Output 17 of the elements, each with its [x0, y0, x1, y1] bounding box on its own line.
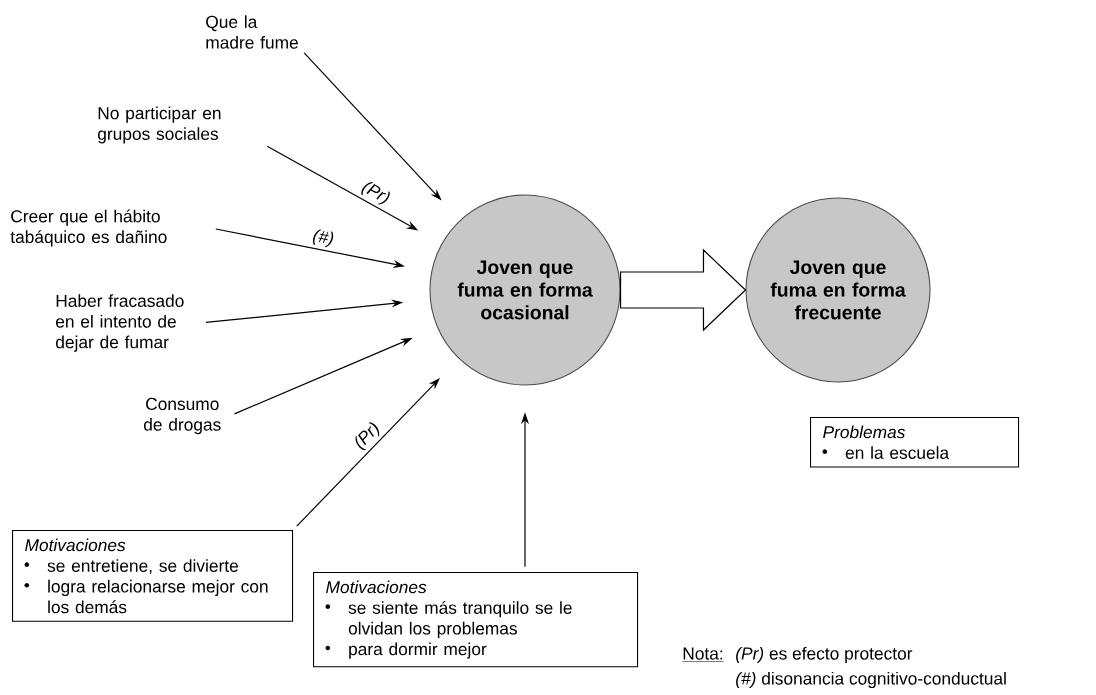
- edge-label: (Pr): [348, 417, 387, 456]
- text-box: Problemas en la escuela: [810, 417, 1020, 468]
- block-arrow: [619, 248, 747, 332]
- edge-label: (#): [308, 226, 338, 251]
- circle-node: Joven que fuma en forma frecuente: [745, 197, 931, 383]
- note-text: (Pr) es efecto protector: [736, 646, 913, 664]
- factor-text: Haber fracasado en el intento de dejar de fumar: [56, 294, 184, 352]
- note-text: (#) disonancia cognitivo-conductual: [736, 671, 1006, 689]
- edge-label: (Pr): [356, 176, 395, 211]
- note-text: Nota:: [682, 647, 724, 662]
- factor-text: Que la madre fume: [206, 15, 298, 49]
- circle-node: Joven que fuma en forma ocasional: [429, 194, 621, 386]
- text-box: Motivaciones se entretiene, se divierte logra relacionarse mejor con los demás: [12, 530, 294, 622]
- factor-text: No participar en grupos sociales: [98, 106, 221, 144]
- factor-text: Consumo de drogas: [144, 397, 221, 435]
- factor-text: Creer que el hábito tabáquico es dañino: [10, 209, 167, 247]
- text-box: Motivaciones se siente más tranquilo se le olvidan los problemas para dormir mejor: [313, 572, 639, 668]
